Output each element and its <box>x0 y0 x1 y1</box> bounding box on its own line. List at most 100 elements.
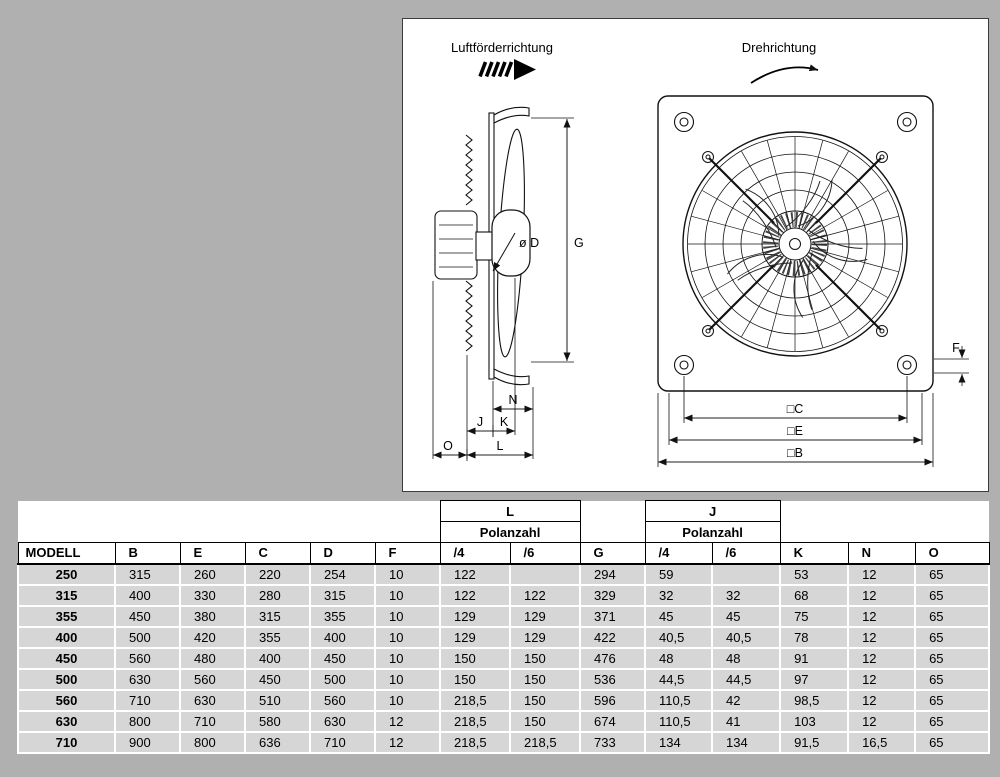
dim-value-cell: 10 <box>373 583 442 607</box>
dim-value-cell: 315 <box>309 583 376 607</box>
dim-value-cell: 12 <box>847 709 917 733</box>
header-spacer <box>580 521 646 543</box>
model-cell: 630 <box>17 709 116 733</box>
column-header-c: C <box>244 542 311 565</box>
dim-value-cell: 150 <box>439 667 512 691</box>
dim-value-cell: 150 <box>509 688 582 712</box>
dim-value-cell: 12 <box>847 625 917 649</box>
dim-value-cell: 129 <box>509 625 582 649</box>
dim-value-cell: 476 <box>579 646 647 670</box>
dim-value-cell: 12 <box>847 604 917 628</box>
dim-label-square-e: □E <box>787 424 803 438</box>
impeller-hub <box>491 209 531 277</box>
dim-value-cell: 10 <box>373 604 442 628</box>
model-cell: 400 <box>17 625 116 649</box>
dim-value-cell: 12 <box>847 583 917 607</box>
model-cell: 500 <box>17 667 116 691</box>
fan-front-view: Drehrichtung <box>657 40 969 467</box>
dim-value-cell: 450 <box>309 646 376 670</box>
dim-value-cell: 254 <box>309 562 376 586</box>
dim-value-cell: 536 <box>579 667 647 691</box>
dim-value-cell: 78 <box>779 625 850 649</box>
dim-value-cell: 630 <box>309 709 376 733</box>
dim-value-cell: 65 <box>914 667 991 691</box>
dim-value-cell: 65 <box>914 688 991 712</box>
header-spacer <box>18 521 441 543</box>
dim-value-cell: 636 <box>244 730 311 754</box>
dim-value-cell: 40,5 <box>711 625 782 649</box>
dim-value-cell: 10 <box>373 562 442 586</box>
dimensions-table-wrap: L J Polanzahl Polanzahl MODELL B E C D F… <box>17 500 991 754</box>
dim-value-cell: 710 <box>309 730 376 754</box>
column-header-l4: /4 <box>439 542 511 565</box>
dim-value-cell: 218,5 <box>439 709 512 733</box>
airflow-direction-label: Luftförderrichtung <box>451 40 553 55</box>
dim-value-cell: 122 <box>439 562 512 586</box>
mounting-plate <box>657 95 934 392</box>
dim-value-cell <box>711 562 782 586</box>
dim-value-cell: 480 <box>179 646 246 670</box>
dim-label-f: F <box>952 341 960 355</box>
rotation-arrow-icon <box>750 64 819 84</box>
dim-value-cell: 48 <box>644 646 714 670</box>
dim-value-cell: 12 <box>373 709 442 733</box>
side-view-dimensions <box>432 117 574 461</box>
model-cell: 355 <box>17 604 116 628</box>
guard-grille <box>682 131 908 357</box>
dim-label-square-c: □C <box>787 402 804 416</box>
dim-value-cell: 510 <box>244 688 311 712</box>
column-header-e: E <box>179 542 246 565</box>
column-header-k: K <box>779 542 849 565</box>
header-spacer <box>780 521 990 543</box>
flange-bottom <box>493 368 530 386</box>
dim-value-cell: 630 <box>114 667 181 691</box>
model-cell: 450 <box>17 646 116 670</box>
header-spacer <box>780 500 990 522</box>
dim-value-cell: 65 <box>914 562 991 586</box>
dim-value-cell: 710 <box>179 709 246 733</box>
dim-value-cell: 110,5 <box>644 709 714 733</box>
dim-value-cell: 44,5 <box>711 667 782 691</box>
dim-value-cell: 122 <box>509 583 582 607</box>
grille-mount-screws <box>702 151 888 337</box>
guard-grille-section-top <box>465 134 473 206</box>
column-header-o: O <box>914 542 990 565</box>
dim-value-cell: 12 <box>373 730 442 754</box>
dim-value-cell: 800 <box>179 730 246 754</box>
dim-value-cell: 91 <box>779 646 850 670</box>
guard-grille-section-bottom <box>465 280 473 352</box>
dim-value-cell: 371 <box>579 604 647 628</box>
dim-value-cell: 65 <box>914 583 991 607</box>
column-header-l6: /6 <box>509 542 581 565</box>
dim-value-cell: 260 <box>179 562 246 586</box>
dim-value-cell: 103 <box>779 709 850 733</box>
dim-value-cell: 65 <box>914 625 991 649</box>
polanzahl-header-row: Polanzahl Polanzahl <box>18 521 990 543</box>
dim-value-cell: 65 <box>914 604 991 628</box>
dim-value-cell <box>509 562 582 586</box>
dim-value-cell: 134 <box>711 730 782 754</box>
dim-label-j: J <box>477 415 483 429</box>
column-header-b: B <box>114 542 181 565</box>
airflow-arrow-icon <box>478 59 536 80</box>
dim-value-cell: 41 <box>711 709 782 733</box>
dim-value-cell: 32 <box>644 583 714 607</box>
dim-value-cell: 68 <box>779 583 850 607</box>
dim-value-cell: 400 <box>114 583 181 607</box>
table-header: L J Polanzahl Polanzahl MODELL B E C D F… <box>17 500 990 565</box>
dim-value-cell: 129 <box>509 604 582 628</box>
dim-value-cell: 12 <box>847 667 917 691</box>
flange-top <box>493 106 530 124</box>
dim-value-cell: 44,5 <box>644 667 714 691</box>
column-header-f: F <box>374 542 441 565</box>
dim-value-cell: 97 <box>779 667 850 691</box>
dim-value-cell: 400 <box>309 625 376 649</box>
header-spacer <box>580 500 646 522</box>
dim-value-cell: 53 <box>779 562 850 586</box>
fan-side-view: Luftförderrichtung <box>432 40 584 461</box>
dim-value-cell: 134 <box>644 730 714 754</box>
dim-value-cell: 150 <box>509 667 582 691</box>
